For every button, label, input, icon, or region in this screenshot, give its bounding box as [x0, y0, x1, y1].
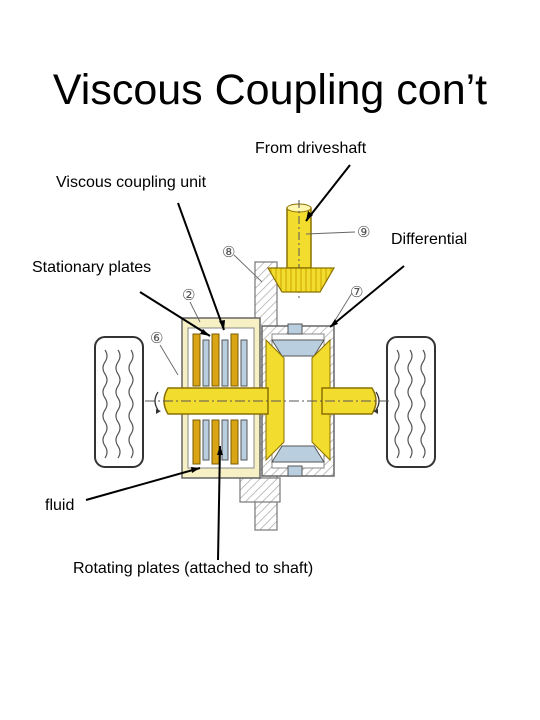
rotating-plates	[202, 339, 248, 461]
right-wheel	[386, 336, 436, 468]
callout-arrows	[85, 164, 405, 561]
arrow-stationary-plates	[139, 291, 211, 337]
slide-title: Viscous Coupling con’t	[52, 66, 488, 114]
arrow-rotating-plates	[217, 445, 221, 561]
carrier-flange	[239, 477, 281, 503]
part-number-9: ⑨	[357, 223, 370, 241]
part-numbers: ② ⑥ ⑦ ⑧ ⑨	[150, 223, 370, 347]
part-leader-lines	[159, 231, 356, 376]
stationary-plates	[192, 333, 239, 465]
arrow-heads	[191, 211, 338, 473]
part-number-8: ⑧	[222, 243, 235, 261]
arrow-viscous-coupling-unit	[177, 202, 225, 331]
label-from-driveshaft: From driveshaft	[255, 140, 367, 157]
label-differential: Differential	[391, 231, 468, 248]
drive-shaft	[286, 200, 312, 298]
left-wheel	[94, 336, 144, 468]
part-number-6: ⑥	[150, 329, 163, 347]
axle-shaft	[145, 387, 390, 415]
arrow-from-driveshaft	[305, 164, 351, 222]
part-number-7: ⑦	[350, 283, 363, 301]
label-fluid: fluid	[45, 497, 75, 514]
label-stationary-plates: Stationary plates	[32, 259, 152, 276]
arrow-fluid	[85, 467, 201, 501]
arrow-differential	[329, 265, 405, 328]
label-rotating-plates: Rotating plates (attached to shaft)	[73, 560, 314, 577]
part-number-2: ②	[182, 286, 195, 304]
pinion-gear	[266, 267, 336, 293]
label-viscous-coupling-unit: Viscous coupling unit	[56, 174, 207, 191]
